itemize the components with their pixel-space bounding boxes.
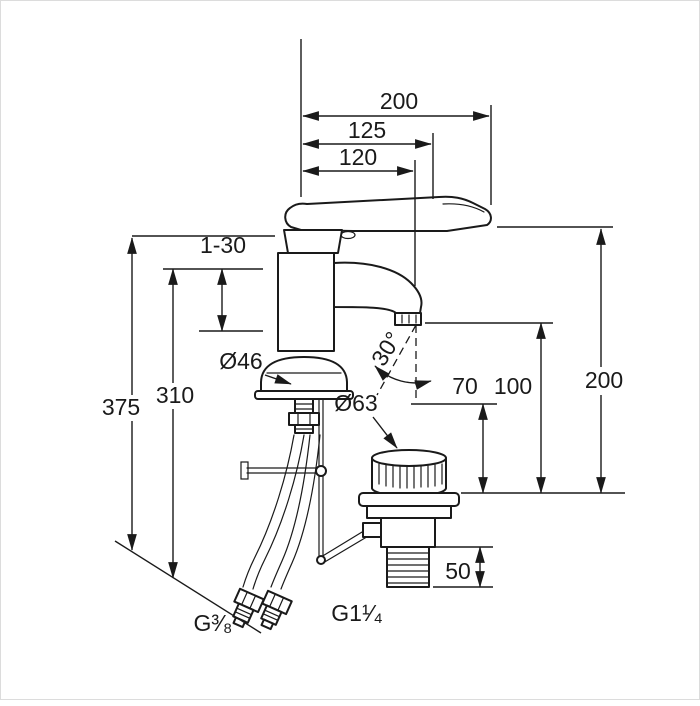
dim-label-100: 100 (494, 373, 532, 399)
hose-connector-right (260, 589, 293, 631)
temperature-indicator-dot (340, 230, 356, 240)
drain-assembly (358, 449, 460, 588)
pop-up-rod (240, 398, 371, 565)
dim-label-base-diameter: Ø46 (219, 348, 262, 374)
dim-label-drain-diameter: Ø63 (334, 390, 377, 416)
drain-side-port (362, 522, 382, 538)
oblique-extension-line (114, 540, 262, 634)
drain-flange-lower (366, 505, 452, 519)
dim-label-310: 310 (156, 382, 194, 408)
dimension-annotations: 200 125 120 1-30 Ø46 375 310 Ø63 (97, 39, 630, 636)
drain-plug-top (371, 449, 447, 467)
mounting-nut (288, 412, 320, 426)
dim-label-375: 375 (102, 394, 140, 420)
aerator (394, 312, 422, 326)
rod-joint-ball (315, 465, 327, 477)
faucet-body (277, 229, 356, 352)
thread-label-g114: G1¹⁄₄ (331, 600, 383, 626)
drain-flange-upper (358, 492, 460, 507)
drain-body (380, 517, 436, 548)
drain-plug-knurl (378, 463, 443, 489)
leader-base-diameter (264, 374, 292, 385)
dim-label-125: 125 (348, 117, 386, 143)
dim-label-200-right: 200 (585, 367, 623, 393)
dim-label-50: 50 (445, 558, 471, 584)
dim-label-200-top: 200 (380, 88, 418, 114)
dim-label-120: 120 (339, 144, 377, 170)
lever-handle (284, 195, 492, 232)
angle-arc (374, 365, 432, 390)
drain-tailpiece (386, 546, 430, 588)
thread-label-g38: G³⁄₈ (194, 610, 233, 636)
tailpiece-thread (387, 552, 429, 584)
leader-drain-diameter (372, 416, 398, 449)
supply-hoses (232, 434, 321, 631)
dim-label-70: 70 (452, 373, 478, 399)
dim-label-angle-30: 30° (366, 327, 406, 370)
spout (333, 261, 423, 326)
